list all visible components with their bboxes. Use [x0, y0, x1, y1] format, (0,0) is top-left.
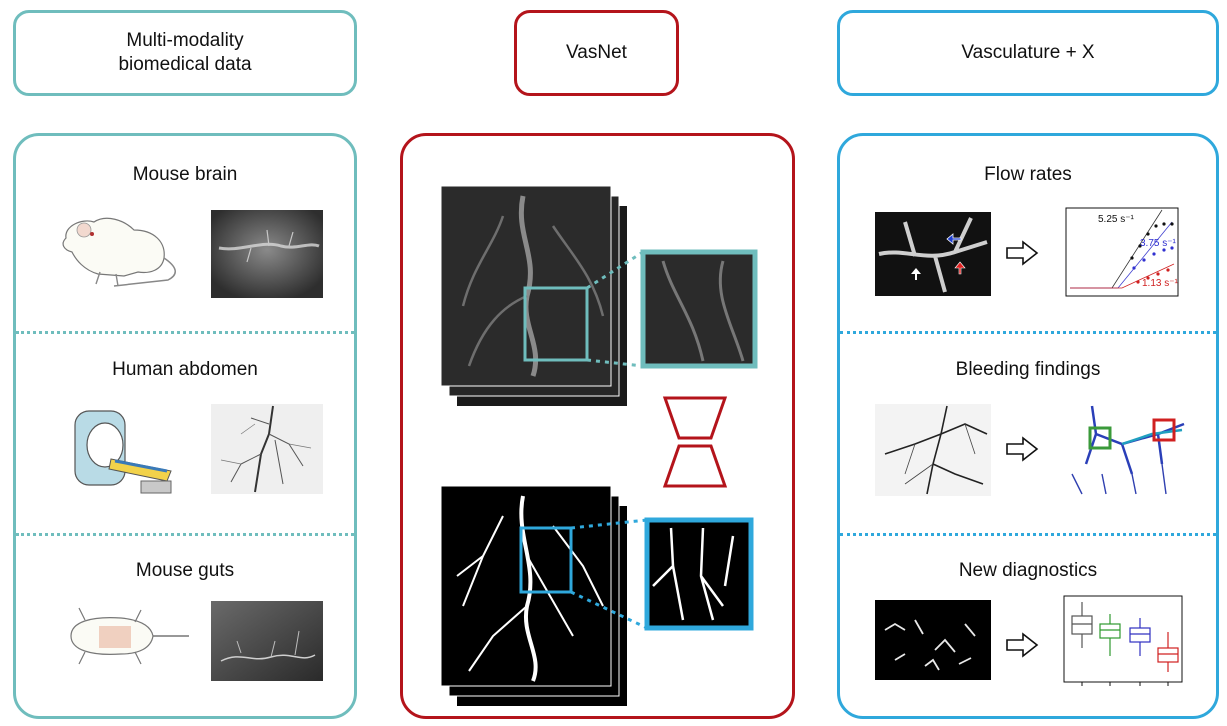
right-panel: Flow rates Bleeding findings New diagnos… [837, 133, 1219, 719]
mouse-guts-image [211, 601, 323, 681]
vasnet-illustration [440, 185, 758, 706]
human-abdomen-image [211, 404, 323, 494]
bleeding-map-image [1062, 404, 1186, 496]
output-zoom-panel [644, 517, 754, 631]
diagnostics-boxplot [1063, 595, 1183, 686]
mouse-brain-image [211, 210, 323, 298]
right-arrow-icon [1006, 436, 1039, 462]
input-roi-box [523, 286, 589, 362]
ct-scanner-icon [74, 410, 172, 494]
section-title-new-diagnostics: New diagnostics [958, 560, 1098, 581]
bleeding-source-image [875, 404, 991, 496]
input-image-stack [440, 185, 627, 406]
left-panel: Mouse brain Human abdomen Mouse guts [13, 133, 357, 719]
output-mask-stack [440, 485, 627, 706]
section-title-bleeding-findings: Bleeding findings [955, 359, 1101, 380]
right-arrow-icon [1006, 240, 1039, 266]
section-title-mouse-brain: Mouse brain [132, 164, 238, 185]
section-divider [16, 331, 354, 334]
flow-rate-plot: 5.25 s⁻¹ 3.75 s⁻¹ 1.13 s⁻¹ [1065, 207, 1179, 297]
section-title-mouse-guts: Mouse guts [135, 560, 235, 581]
right-arrow-icon [1006, 632, 1039, 658]
section-title-human-abdomen: Human abdomen [112, 359, 258, 380]
dissected-mouse-icon [70, 607, 189, 665]
hourglass-network-icon [662, 396, 728, 488]
mouse-icon [62, 217, 176, 287]
output-roi-box [519, 526, 573, 594]
header-vasculature-x: Vasculature + X [837, 10, 1219, 96]
header-multimodality: Multi-modality biomedical data [13, 10, 357, 96]
diagnostics-vessel-image [875, 600, 991, 680]
section-title-flow-rates: Flow rates [984, 164, 1072, 185]
flow-vessel-image [875, 212, 991, 296]
flow-label-3: 1.13 s⁻¹ [1142, 278, 1179, 289]
section-divider [840, 331, 1216, 334]
flow-label-1: 5.25 s⁻¹ [1098, 214, 1135, 225]
flow-label-2: 3.75 s⁻¹ [1140, 238, 1177, 249]
middle-panel [400, 133, 795, 719]
section-divider [840, 533, 1216, 536]
section-divider [16, 533, 354, 536]
header-vasnet: VasNet [514, 10, 679, 96]
